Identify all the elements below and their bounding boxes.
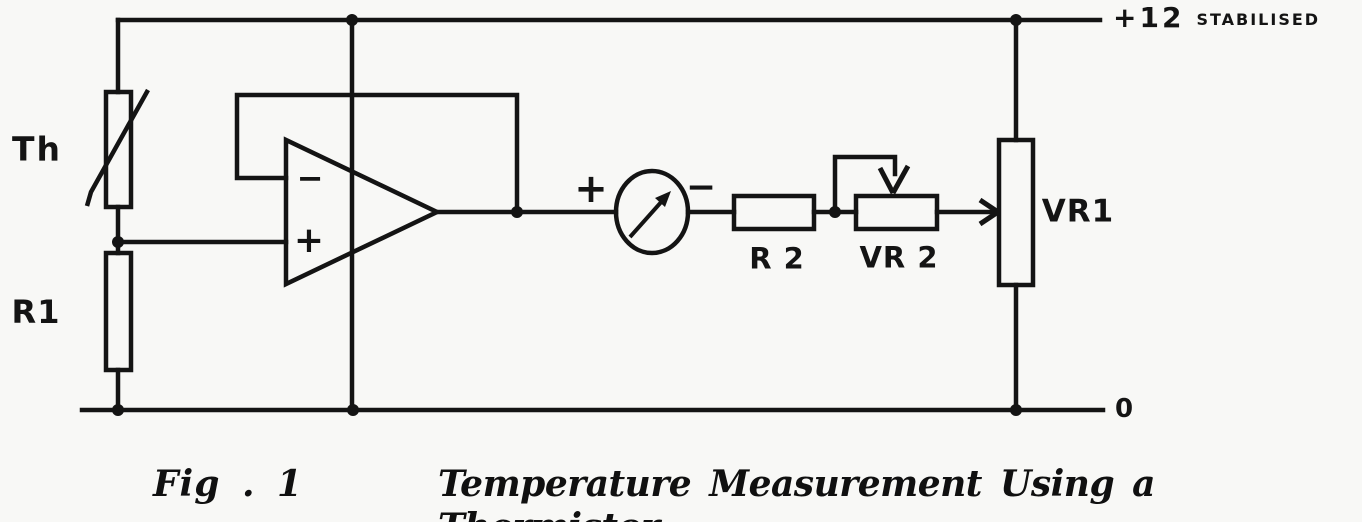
vr2-wiper-wire bbox=[832, 154, 898, 215]
figure-caption: Fig . 1 Temperature Measurement Using a … bbox=[0, 463, 1362, 522]
meter-plus-symbol: + bbox=[574, 166, 608, 212]
thermistor-body bbox=[103, 89, 134, 210]
meter-icon bbox=[613, 168, 691, 256]
ground-rail-label: 0 bbox=[1114, 394, 1134, 424]
meter-needle-icon bbox=[628, 191, 671, 239]
positive-rail-sublabel: STABILISED bbox=[1196, 9, 1321, 29]
r1-label: R1 bbox=[11, 293, 61, 331]
opamp-noninverting-symbol: + bbox=[293, 220, 325, 261]
positive-rail-voltage: +12 bbox=[1113, 1, 1185, 34]
junction-dots bbox=[112, 14, 1022, 416]
resistor-r1-body bbox=[103, 250, 134, 373]
vr1-label: VR1 bbox=[1041, 193, 1115, 230]
figure-title: Temperature Measurement Using a Thermist… bbox=[438, 463, 1156, 522]
vr2-label: VR 2 bbox=[859, 240, 939, 275]
vr2-wiper-arrow-icon bbox=[877, 164, 911, 195]
positive-rail-label: +12 STABILISED bbox=[1113, 4, 1320, 32]
r2-label: R 2 bbox=[749, 241, 805, 276]
figure-number: Fig . 1 bbox=[153, 463, 304, 505]
vr1-wiper-arrow-icon bbox=[978, 197, 1000, 227]
opamp-triangle bbox=[283, 136, 443, 288]
feedback-wire bbox=[234, 92, 520, 215]
meter-minus-symbol: − bbox=[685, 167, 717, 208]
thermistor-diagonal-stroke bbox=[84, 88, 150, 207]
vr1-body bbox=[996, 137, 1036, 288]
resistor-r2-body bbox=[731, 193, 817, 232]
vr2-body bbox=[853, 193, 940, 232]
thermistor-label: Th bbox=[11, 129, 63, 169]
opamp-inverting-symbol: − bbox=[296, 159, 324, 197]
